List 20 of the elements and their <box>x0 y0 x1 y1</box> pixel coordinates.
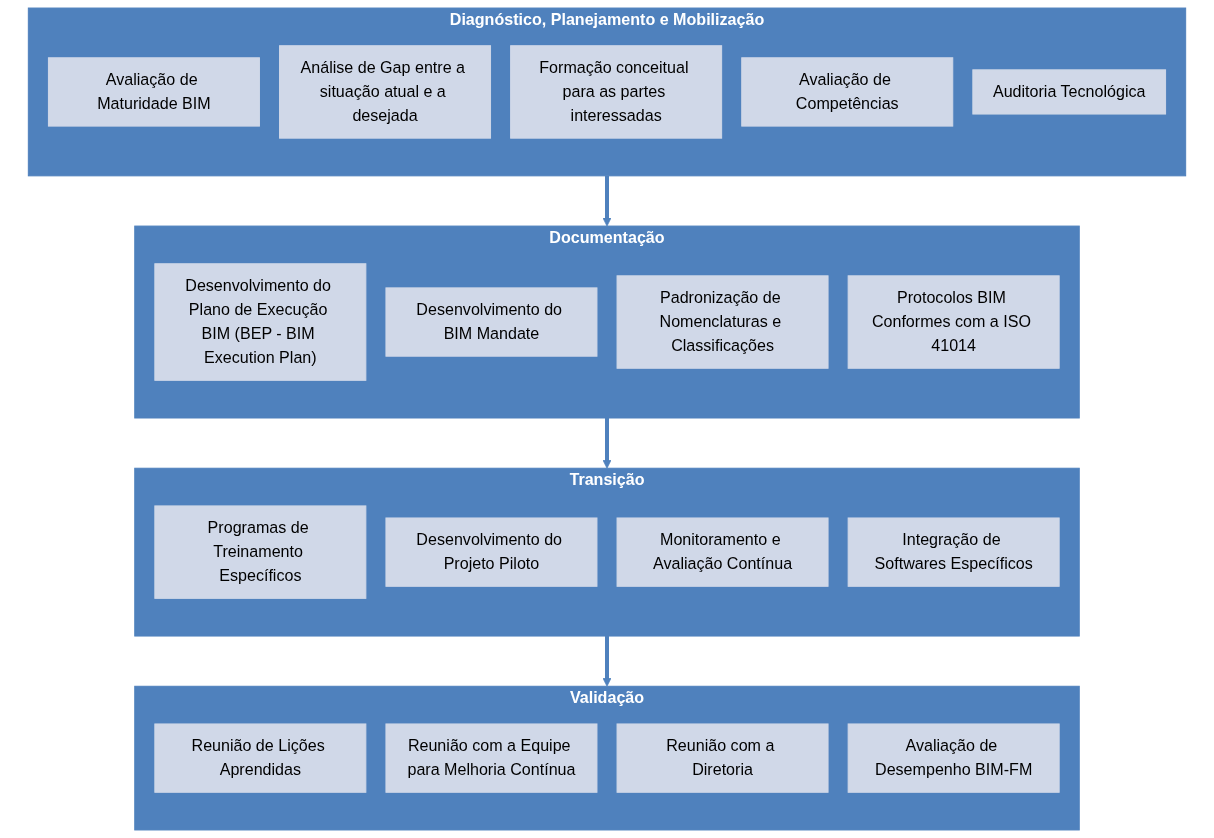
node-box: Desenvolvimento do BIM Mandate <box>385 287 598 357</box>
node-box: Integração de Softwares Específicos <box>847 517 1060 587</box>
node-box: Protocolos BIM Conformes com a ISO 41014 <box>847 275 1060 369</box>
arrow <box>602 636 612 687</box>
node-box: Avaliação de Maturidade BIM <box>47 57 260 127</box>
node-box: Formação conceitual para as partes interessadas <box>510 45 723 139</box>
node-box: Avaliação de Competências <box>741 57 954 127</box>
node-box: Auditoria Tecnológica <box>972 69 1167 115</box>
node-box: Desenvolvimento do Plano de Execução BIM (BEP - BIM Execution Plan) <box>154 263 367 381</box>
node-box: Reunião com a Equipe para Melhoria Contínua <box>385 723 598 793</box>
node-box: Monitoramento e Avaliação Contínua <box>616 517 829 587</box>
node-box: Reunião de Lições Aprendidas <box>154 723 367 793</box>
node-box: Reunião com a Diretoria <box>616 723 829 793</box>
node-box: Avaliação de Desempenho BIM-FM <box>847 723 1060 793</box>
node-box: Padronização de Nomenclaturas e Classificações <box>616 275 829 369</box>
node-box: Análise de Gap entre a situação atual e a desejada <box>279 45 492 139</box>
arrow <box>602 175 612 227</box>
arrow <box>602 418 612 469</box>
node-box: Desenvolvimento do Projeto Piloto <box>385 517 598 587</box>
node-box: Programas de Treinamento Específicos <box>154 505 367 599</box>
